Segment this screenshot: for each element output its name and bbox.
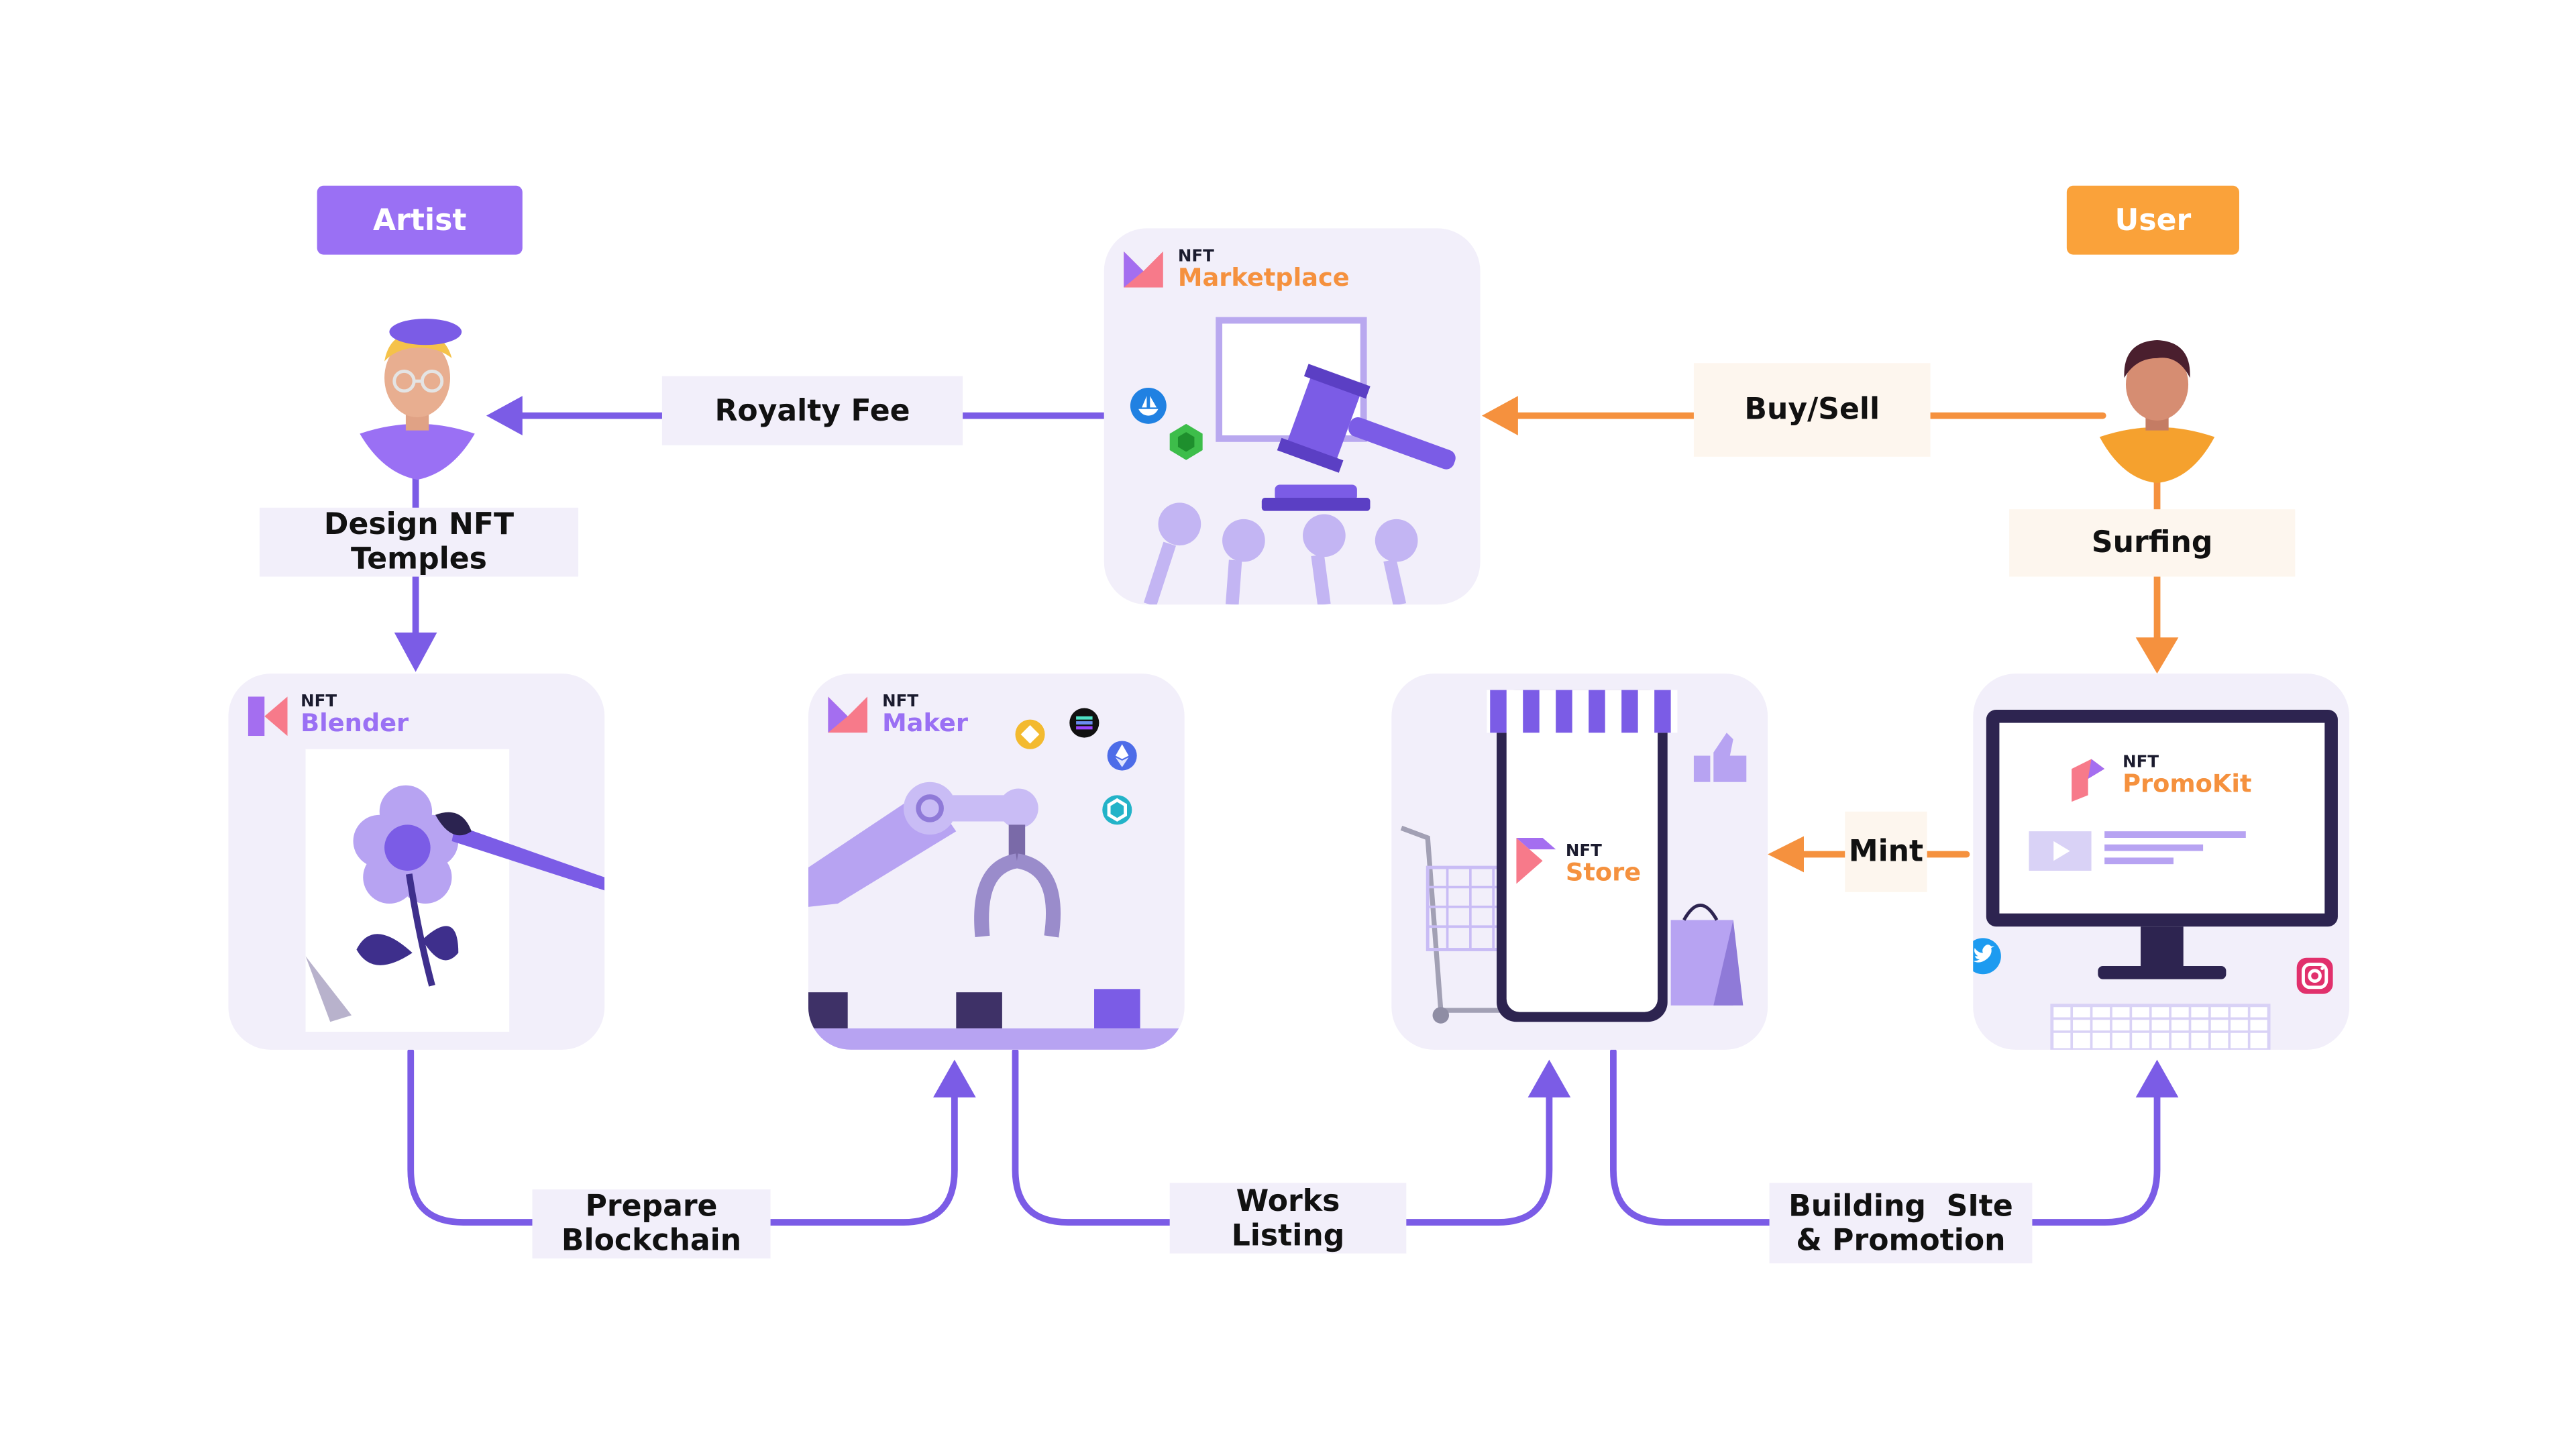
store-phone-icon: [1400, 690, 1747, 1024]
prepare-line-1: Prepare: [585, 1189, 718, 1224]
marketplace-brand: NFT Marketplace: [1177, 248, 1350, 292]
promokit-brand: NFT PromoKit: [2123, 754, 2252, 799]
artist-badge: Artist: [317, 185, 523, 255]
store-brand-small: NFT: [1565, 843, 1602, 861]
maker-brand-name: Maker: [882, 708, 968, 738]
building-site-label: Building SIte & Promotion: [1769, 1183, 2033, 1264]
works-listing-label: Works Listing: [1169, 1183, 1407, 1254]
robot-arm-icon: [808, 782, 1185, 1050]
maker-brand: NFT Maker: [882, 693, 968, 738]
design-arrowhead: [394, 632, 437, 672]
design-line-2: Temples: [351, 542, 487, 577]
marketplace-brand-name: Marketplace: [1177, 262, 1350, 292]
user-badge: User: [2066, 185, 2239, 255]
user-avatar-icon: [2099, 339, 2215, 484]
works-line-1: Works: [1236, 1183, 1340, 1218]
twitter-icon: [1973, 938, 2001, 975]
royalty-arrowhead: [486, 396, 523, 435]
building-line-2: & Promotion: [1796, 1223, 2006, 1258]
royalty-fee-label: Royalty Fee: [661, 376, 963, 445]
design-nft-label: Design NFT Temples: [259, 507, 579, 577]
building-line-1: Building SIte: [1788, 1188, 2013, 1224]
maker-brand-small: NFT: [882, 693, 919, 712]
gavel-icon: [1143, 317, 1456, 605]
maker-panel: NFT Maker: [808, 674, 1185, 1050]
gem-icon: [1169, 423, 1203, 460]
token-icon: [1102, 795, 1132, 825]
building-arrowhead: [2135, 1059, 2179, 1097]
promokit-brand-small: NFT: [2123, 754, 2159, 773]
works-arrowhead: [1527, 1059, 1571, 1097]
blender-brand-small: NFT: [301, 693, 337, 712]
monitor-icon: [1986, 709, 2338, 1050]
prepare-line-2: Blockchain: [561, 1224, 742, 1258]
artist-avatar-icon: [360, 319, 475, 480]
buysell-arrowhead: [1481, 396, 1518, 435]
mint-arrowhead: [1768, 836, 1805, 873]
marketplace-panel: NFT Marketplace: [1104, 228, 1481, 605]
surfing-arrowhead: [2135, 637, 2179, 674]
works-line-2: Listing: [1231, 1218, 1345, 1253]
blender-brand: NFT Blender: [301, 693, 409, 738]
opensea-icon: [1130, 387, 1167, 424]
flower-canvas-icon: [305, 749, 605, 1032]
solana-icon: [1069, 708, 1099, 738]
binance-icon: [1015, 719, 1045, 749]
buy-sell-label: Buy/Sell: [1693, 363, 1931, 457]
ethereum-icon: [1107, 741, 1137, 771]
blender-logo-icon: [248, 696, 288, 737]
blender-panel: NFT Blender: [228, 674, 605, 1050]
marketplace-logo-icon: [1124, 251, 1163, 288]
maker-logo-icon: [828, 696, 868, 733]
instagram-icon: [2296, 957, 2333, 994]
prepare-blockchain-label: Prepare Blockchain: [532, 1189, 771, 1258]
store-panel: NFT Store: [1391, 674, 1768, 1050]
prepare-arrowhead: [933, 1059, 976, 1097]
mint-label: Mint: [1845, 811, 1927, 892]
design-line-1: Design NFT: [323, 507, 515, 543]
store-brand: NFT Store: [1565, 843, 1642, 888]
store-brand-name: Store: [1565, 857, 1642, 888]
blender-brand-name: Blender: [301, 708, 409, 738]
marketplace-brand-small: NFT: [1177, 248, 1214, 266]
promokit-panel: NFT PromoKit: [1973, 674, 2350, 1050]
surfing-label: Surfing: [2009, 509, 2296, 577]
promokit-brand-name: PromoKit: [2123, 769, 2252, 799]
